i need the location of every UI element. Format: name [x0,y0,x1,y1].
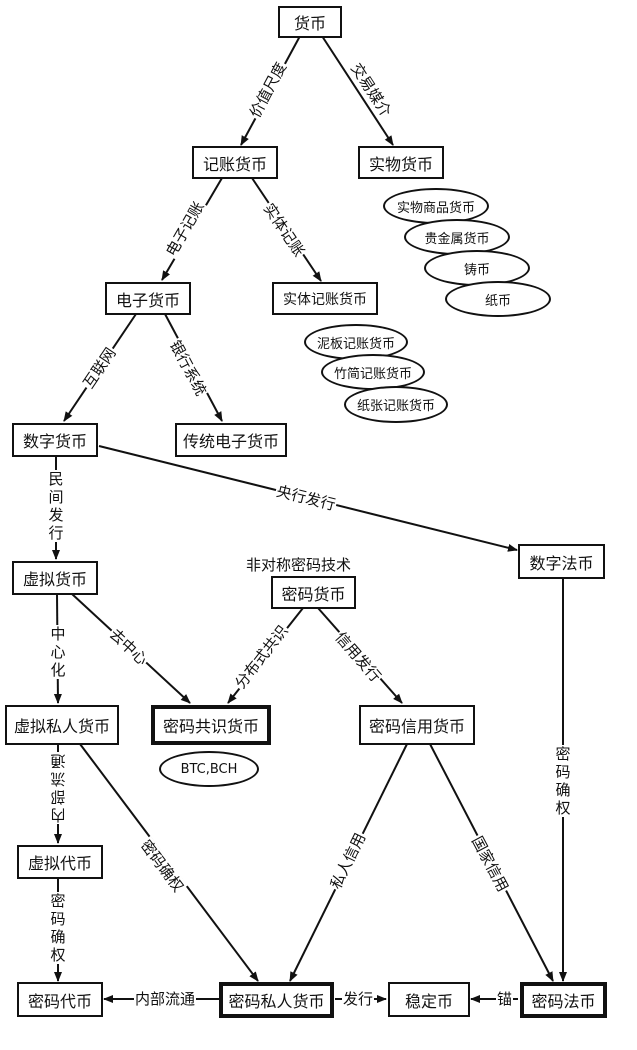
node-mmfabi: 密码法币 [520,982,607,1018]
node-shiwu: 实物货币 [358,146,444,179]
node-jizhang: 记账货币 [192,146,278,179]
oval-zhibi: 纸币 [445,281,551,317]
node-fabi: 数字法币 [518,544,605,579]
oval-guijinshu: 贵金属货币 [404,219,510,255]
node-huobi: 货币 [278,6,342,38]
edge-label-mmquequan3: 密码确权 [554,745,572,817]
node-shuzi: 数字货币 [12,423,98,457]
node-xinyong: 密码信用货币 [359,705,475,745]
oval-zhubi: 铸币 [424,250,530,286]
edge-huobi-shiwu [321,35,394,146]
node-xndaibi: 虚拟代币 [17,845,103,879]
oval-btc-bch: BTC,BCH [159,751,259,787]
edge-label-mmquequan1: 密码确权 [49,892,67,964]
node-gongshi: 密码共识货币 [151,705,271,745]
oval-shiwu-shangpin: 实物商品货币 [383,188,489,224]
oval-zhizhang: 纸张记账货币 [344,386,448,423]
node-mmsiren: 密码私人货币 [219,982,334,1018]
node-xuni: 虚拟货币 [12,561,98,595]
annotation-feiduicheng: 非对称密码技术 [246,556,352,574]
edge-label-minjian: 民间发行 [47,470,65,542]
edge-label-zhongxinhua: 中心化 [49,625,67,679]
node-wending: 稳定币 [388,982,470,1017]
oval-zhujian: 竹简记账货币 [321,354,425,390]
node-shiti: 实体记账货币 [272,282,378,315]
node-mima: 密码货币 [271,576,356,609]
edge-label-neibuliuyong: 内部流通 [49,752,67,824]
edge-label-neibuliutong: 内部流通 [134,990,197,1008]
node-mmdaibi: 密码代币 [17,982,103,1017]
node-chuantong: 传统电子货币 [175,423,287,457]
edge-label-faxing: 发行 [342,990,375,1008]
node-xnsiren: 虚拟私人货币 [5,705,119,745]
node-dianzi: 电子货币 [105,282,191,315]
edge-label-mao: 锚 [496,990,514,1008]
